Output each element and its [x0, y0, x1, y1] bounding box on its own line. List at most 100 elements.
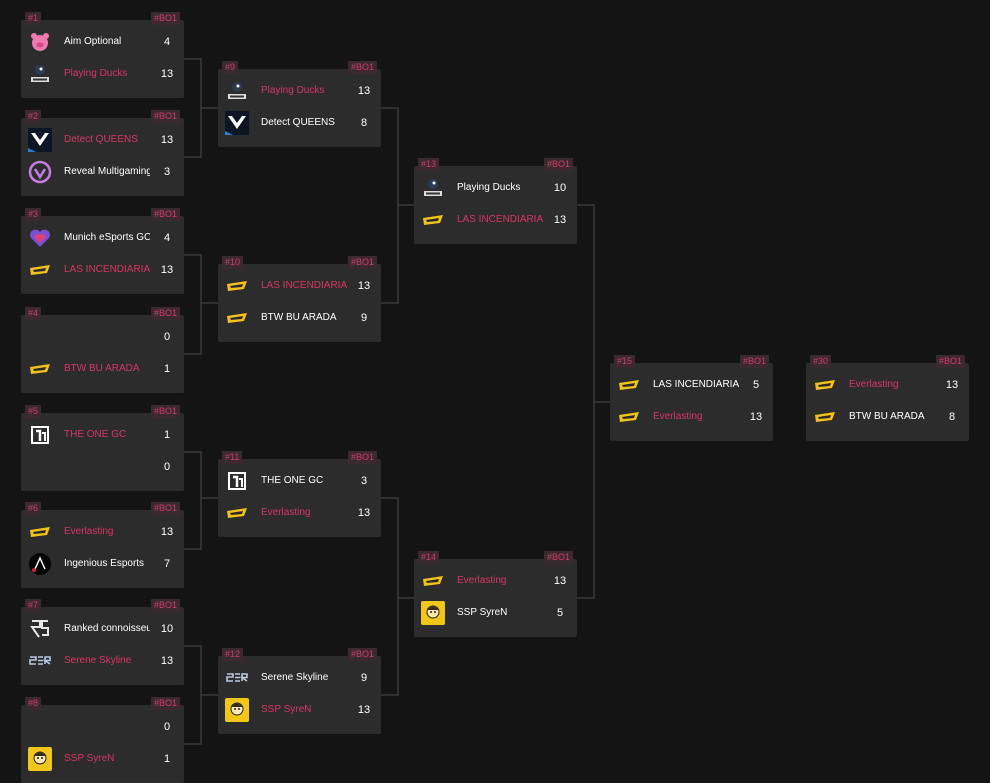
team-name[interactable]: Everlasting	[849, 379, 899, 390]
team-row[interactable]: SSP SyreN 5	[414, 597, 577, 629]
team-name[interactable]: LAS INCENDIARIAS	[64, 264, 150, 275]
team-name[interactable]	[64, 711, 150, 743]
bracket-connector	[381, 107, 414, 304]
team-row[interactable]: 0	[21, 451, 184, 483]
team-name[interactable]: BTW BU ARADA	[261, 312, 337, 323]
team-name[interactable]: Everlasting	[653, 411, 703, 422]
team-name[interactable]: Ingenious Esports	[64, 558, 145, 569]
team-name[interactable]: THE ONE GC	[261, 475, 324, 486]
team-name[interactable]: Playing Ducks	[261, 85, 325, 96]
team-row[interactable]: BTW BU ARADA 1	[21, 353, 184, 385]
team-name[interactable]	[64, 451, 150, 483]
match-number: #1	[25, 12, 42, 25]
team-name[interactable]: Playing Ducks	[457, 182, 521, 193]
team-name[interactable]: LAS INCENDIARIAS	[653, 379, 739, 390]
team-row[interactable]: BTW BU ARADA 9	[218, 302, 381, 334]
team-name[interactable]: SSP SyreN	[457, 607, 508, 618]
team-name[interactable]: LAS INCENDIARIAS	[457, 214, 543, 225]
team-name[interactable]: Detect QUEENS	[64, 134, 138, 145]
team-row[interactable]: 0	[21, 321, 184, 353]
team-name[interactable]: Serene Skyline	[261, 672, 329, 683]
team-name[interactable]: SSP SyreN	[64, 753, 115, 764]
team-row[interactable]: Aim Optional 4	[21, 26, 184, 58]
team-score: 1	[163, 429, 171, 441]
team-name[interactable]: Serene Skyline	[64, 655, 132, 666]
team-score: 1	[163, 363, 171, 375]
team-row[interactable]: LAS INCENDIARIAS 13	[21, 254, 184, 286]
team-name[interactable]: Everlasting	[457, 575, 507, 586]
team-name[interactable]: Munich eSports GC	[64, 232, 150, 243]
match-number: #9	[222, 61, 239, 74]
team-name[interactable]: Playing Ducks	[64, 68, 128, 79]
team-name[interactable]: Ranked connoisseurs	[64, 623, 150, 634]
team-row[interactable]: THE ONE GC 1	[21, 419, 184, 451]
team-name[interactable]: Detect QUEENS	[261, 117, 335, 128]
team-score: 7	[163, 558, 171, 570]
team-score: 9	[360, 312, 368, 324]
team-name[interactable]: Reveal Multigaming	[64, 166, 150, 177]
match-number: #5	[25, 405, 42, 418]
team-name[interactable]: Everlasting	[261, 507, 311, 518]
team-score: 5	[556, 607, 564, 619]
match-number: #12	[222, 648, 244, 661]
team-name[interactable]: BTW BU ARADA	[849, 411, 925, 422]
playing-ducks-logo	[28, 62, 52, 86]
match-format-badge: #BO1	[543, 158, 573, 171]
team-name[interactable]	[64, 321, 150, 353]
team-row[interactable]: 0	[21, 711, 184, 743]
team-name[interactable]: BTW BU ARADA	[64, 363, 140, 374]
match-number: #14	[418, 551, 440, 564]
team-name[interactable]: SSP SyreN	[261, 704, 312, 715]
match-number: #11	[222, 451, 243, 464]
team-name[interactable]: Everlasting	[64, 526, 114, 537]
team-name[interactable]: Aim Optional	[64, 36, 122, 47]
team-row[interactable]: Ranked connoisseurs10	[21, 613, 184, 645]
reveal-logo	[28, 160, 52, 184]
team-score: 4	[163, 36, 171, 48]
team-score: 13	[160, 264, 174, 276]
team-name[interactable]: LAS INCENDIARIAS	[261, 280, 347, 291]
team-name[interactable]: THE ONE GC	[64, 429, 127, 440]
team-row[interactable]: Ingenious Esports 7	[21, 548, 184, 580]
yellow-wing-logo	[813, 373, 837, 397]
yellow-wing-logo	[421, 208, 445, 232]
team-score: 4	[163, 232, 171, 244]
team-row[interactable]: Munich eSports GC 4	[21, 222, 184, 254]
